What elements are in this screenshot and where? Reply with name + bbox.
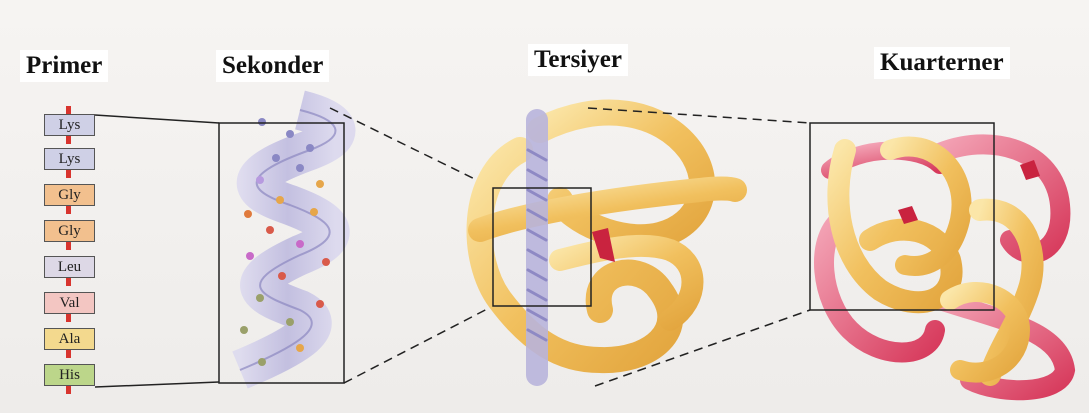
zoom-line-bottom [95,382,219,387]
helix-ribbon [240,110,335,370]
alpha-helix [240,110,335,370]
quaternary-structure [824,144,1065,390]
zoom-line-top [95,115,219,123]
tertiary-structure [480,113,735,375]
zoom-lines-primer-sekonder [95,115,219,387]
